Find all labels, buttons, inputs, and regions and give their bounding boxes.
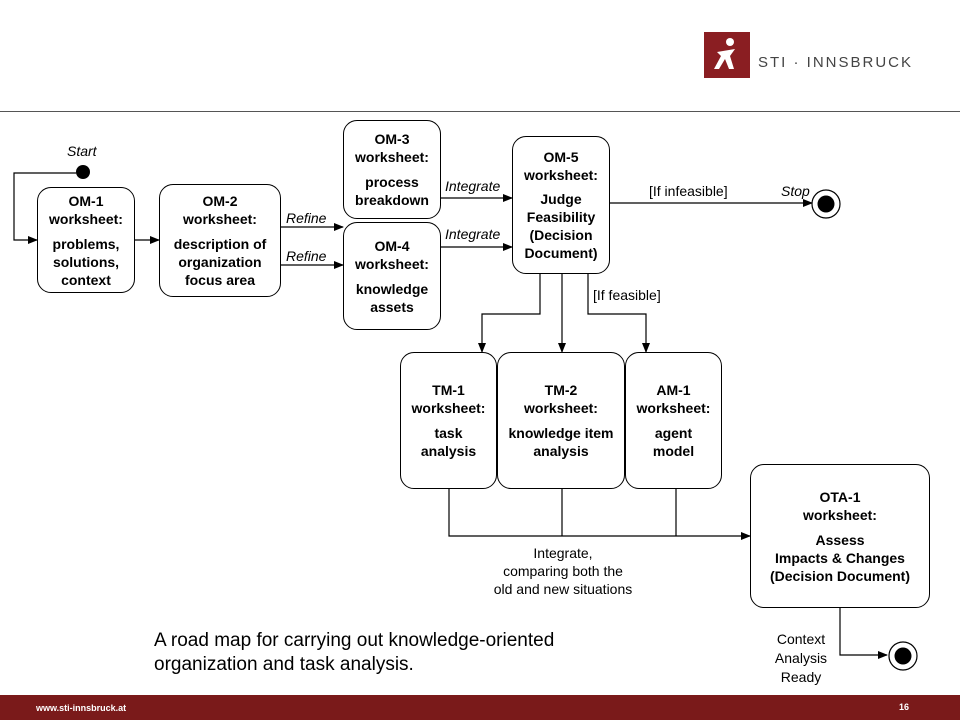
start-node bbox=[76, 165, 90, 179]
node-am1-subtitle: worksheet: bbox=[636, 400, 711, 416]
node-om3: OM-3 worksheet: process breakdown bbox=[343, 120, 441, 219]
footer-bar bbox=[0, 695, 960, 720]
node-om4-title: OM-4 bbox=[374, 237, 410, 254]
node-om1-title: OM-1 bbox=[68, 192, 104, 209]
node-om2: OM-2 worksheet: description of organizat… bbox=[159, 184, 281, 297]
node-ota1: OTA-1 worksheet: Assess Impacts & Change… bbox=[750, 464, 930, 608]
label-start: Start bbox=[67, 143, 97, 159]
node-om1-subtitle: worksheet: bbox=[49, 210, 123, 227]
node-tm2-desc: knowledge item analysis bbox=[508, 425, 614, 459]
header-divider bbox=[0, 111, 960, 112]
node-om4: OM-4 worksheet: knowledge assets bbox=[343, 222, 441, 330]
node-om1: OM-1 worksheet: problems, solutions, con… bbox=[37, 187, 135, 293]
node-tm2-title: TM-2 bbox=[544, 382, 578, 398]
label-if-infeasible: [If infeasible] bbox=[649, 183, 728, 199]
node-tm1-subtitle: worksheet: bbox=[411, 400, 486, 416]
stop-node bbox=[817, 195, 835, 213]
node-tm2-subtitle: worksheet: bbox=[524, 400, 598, 416]
node-om3-title: OM-3 bbox=[374, 131, 410, 147]
node-am1-desc: agent model bbox=[652, 425, 695, 459]
label-refine-1: Refine bbox=[286, 210, 327, 226]
node-om5: OM-5 worksheet: Judge Feasibility (Decis… bbox=[512, 136, 610, 274]
label-integrate-1: Integrate bbox=[445, 178, 501, 194]
node-am1: AM-1 worksheet: agent model bbox=[625, 352, 722, 489]
label-refine-2: Refine bbox=[286, 248, 327, 264]
node-om5-desc: Judge Feasibility (Decision Document) bbox=[524, 191, 598, 261]
node-om3-desc: process breakdown bbox=[355, 174, 429, 208]
label-integrate-2: Integrate bbox=[445, 226, 501, 242]
node-om3-subtitle: worksheet: bbox=[355, 149, 429, 165]
label-context-ready: Context Analysis Ready bbox=[774, 631, 828, 685]
label-if-feasible: [If feasible] bbox=[593, 287, 661, 303]
node-ota1-subtitle: worksheet: bbox=[803, 506, 877, 523]
page-number: 16 bbox=[899, 702, 910, 712]
node-om2-desc: description of organization focus area bbox=[173, 236, 267, 288]
node-om1-desc: problems, solutions, context bbox=[52, 235, 120, 288]
node-tm1: TM-1 worksheet: task analysis bbox=[400, 352, 497, 489]
label-integrate-compare: Integrate, comparing both the old and ne… bbox=[493, 545, 633, 597]
node-am1-title: AM-1 bbox=[656, 382, 691, 398]
sti-logo-icon bbox=[704, 32, 750, 78]
node-om4-desc: knowledge assets bbox=[355, 280, 429, 315]
node-om4-subtitle: worksheet: bbox=[355, 255, 429, 272]
node-om2-subtitle: worksheet: bbox=[183, 211, 257, 227]
node-om5-title: OM-5 bbox=[543, 149, 579, 165]
end-node bbox=[894, 647, 912, 665]
node-om2-title: OM-2 bbox=[202, 193, 238, 209]
node-ota1-title: OTA-1 bbox=[819, 488, 861, 505]
brand-name: STI · INNSBRUCK bbox=[758, 54, 914, 71]
slide-caption: A road map for carrying out knowledge-or… bbox=[154, 630, 555, 675]
node-tm1-title: TM-1 bbox=[432, 382, 465, 398]
node-ota1-desc: Assess Impacts & Changes (Decision Docum… bbox=[769, 531, 910, 584]
footer-url[interactable]: www.sti-innsbruck.at bbox=[36, 703, 127, 713]
node-tm2: TM-2 worksheet: knowledge item analysis bbox=[497, 352, 625, 489]
node-tm1-desc: task analysis bbox=[420, 425, 477, 459]
label-stop: Stop bbox=[781, 183, 810, 199]
node-om5-subtitle: worksheet: bbox=[524, 167, 598, 183]
